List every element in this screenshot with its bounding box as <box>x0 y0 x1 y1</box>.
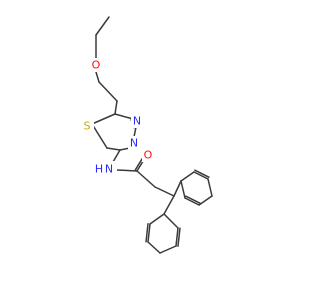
bond-8 <box>133 126 137 138</box>
ring-nitrogen-2-label: N <box>130 137 138 150</box>
bond-4 <box>114 100 118 115</box>
ether-oxygen-label: O <box>92 59 101 72</box>
double-bond-1 <box>134 156 145 171</box>
amide-nitrogen-label: N <box>105 163 113 176</box>
bond-17 <box>163 195 175 215</box>
bond-29 <box>163 213 179 229</box>
ring-sulfur-bg <box>81 119 94 133</box>
bond-14 <box>136 170 156 188</box>
bond-28 <box>175 227 179 247</box>
bond-26 <box>147 241 161 254</box>
double-bond-2 <box>185 195 201 204</box>
ring-nitrogen-1-bg <box>131 114 143 128</box>
double-bond-5 <box>177 227 181 247</box>
bond-22 <box>184 197 200 206</box>
bond-3 <box>98 81 118 102</box>
bond-layer <box>91 16 213 254</box>
ring-nitrogen-2-bg <box>128 136 140 150</box>
bond-11 <box>112 149 121 163</box>
bond-15 <box>154 186 175 197</box>
bond-21 <box>198 195 213 206</box>
bond-16 <box>173 180 182 197</box>
bond-10 <box>106 147 121 151</box>
bond-7 <box>114 113 134 120</box>
ring-nitrogen-1-label: N <box>133 115 141 128</box>
molecule-structure: O S N N H N O <box>81 16 213 254</box>
ether-oxygen-bg <box>90 58 103 72</box>
double-bond-4 <box>145 223 149 243</box>
bond-5 <box>91 113 116 125</box>
bond-20 <box>207 178 213 197</box>
carbonyl-oxygen-bg <box>142 148 154 162</box>
bond-6 <box>91 123 108 149</box>
bond-0 <box>95 16 110 36</box>
atom-label-layer: O S N N H N O <box>81 58 154 177</box>
bond-23 <box>180 180 186 199</box>
bond-18 <box>180 171 195 182</box>
bond-2 <box>95 71 100 83</box>
amide-nh-bg <box>93 161 117 177</box>
bond-25 <box>147 223 151 243</box>
bond-19 <box>193 171 209 180</box>
amide-h-label: H <box>95 163 103 176</box>
ring-sulfur-label: S <box>84 120 91 133</box>
bond-27 <box>159 245 177 254</box>
bond-24 <box>149 213 165 225</box>
double-bond-3 <box>194 169 210 178</box>
carbonyl-oxygen-label: O <box>144 149 153 162</box>
bond-12 <box>116 169 138 172</box>
